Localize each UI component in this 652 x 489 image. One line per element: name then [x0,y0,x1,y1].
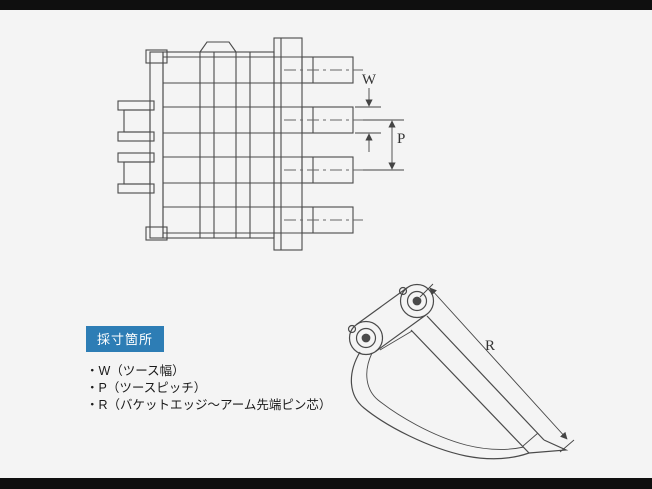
mount-lug-lower [117,152,155,194]
w-dimension: W [355,72,381,152]
mount-lug-upper [117,100,155,142]
p-dimension-label: P [397,131,405,147]
bucket-body [162,41,302,239]
pin-bracket [355,287,428,352]
bucket-shell [350,315,569,460]
top-letterbox-bar [0,0,652,10]
bottom-letterbox-bar [0,478,652,489]
legend-item-p: ・P（ツースピッチ） [86,381,207,395]
legend-list: ・W（ツース幅） ・P（ツースピッチ） ・R（バケットエッジ～アーム先端ピン芯） [86,363,331,414]
top-view-bucket [117,37,354,251]
lower-pin-boss [347,320,384,356]
side-view-bucket [347,283,569,460]
teeth-centerlines [284,69,363,221]
legend: 採寸箇所 ・W（ツース幅） ・P（ツースピッチ） ・R（バケットエッジ～アーム先… [86,326,331,414]
legend-item-w: ・W（ツース幅） [86,364,185,378]
cutting-edge-plate [273,37,303,251]
legend-item-r: ・R（バケットエッジ～アーム先端ピン芯） [86,398,332,412]
edge-tooth [528,439,569,454]
side-plate [145,49,168,241]
w-dimension-label: W [362,72,377,88]
legend-badge: 採寸箇所 [86,326,165,352]
p-dimension: P [363,119,405,171]
r-dimension: R [419,283,575,453]
r-dimension-label: R [485,338,495,354]
